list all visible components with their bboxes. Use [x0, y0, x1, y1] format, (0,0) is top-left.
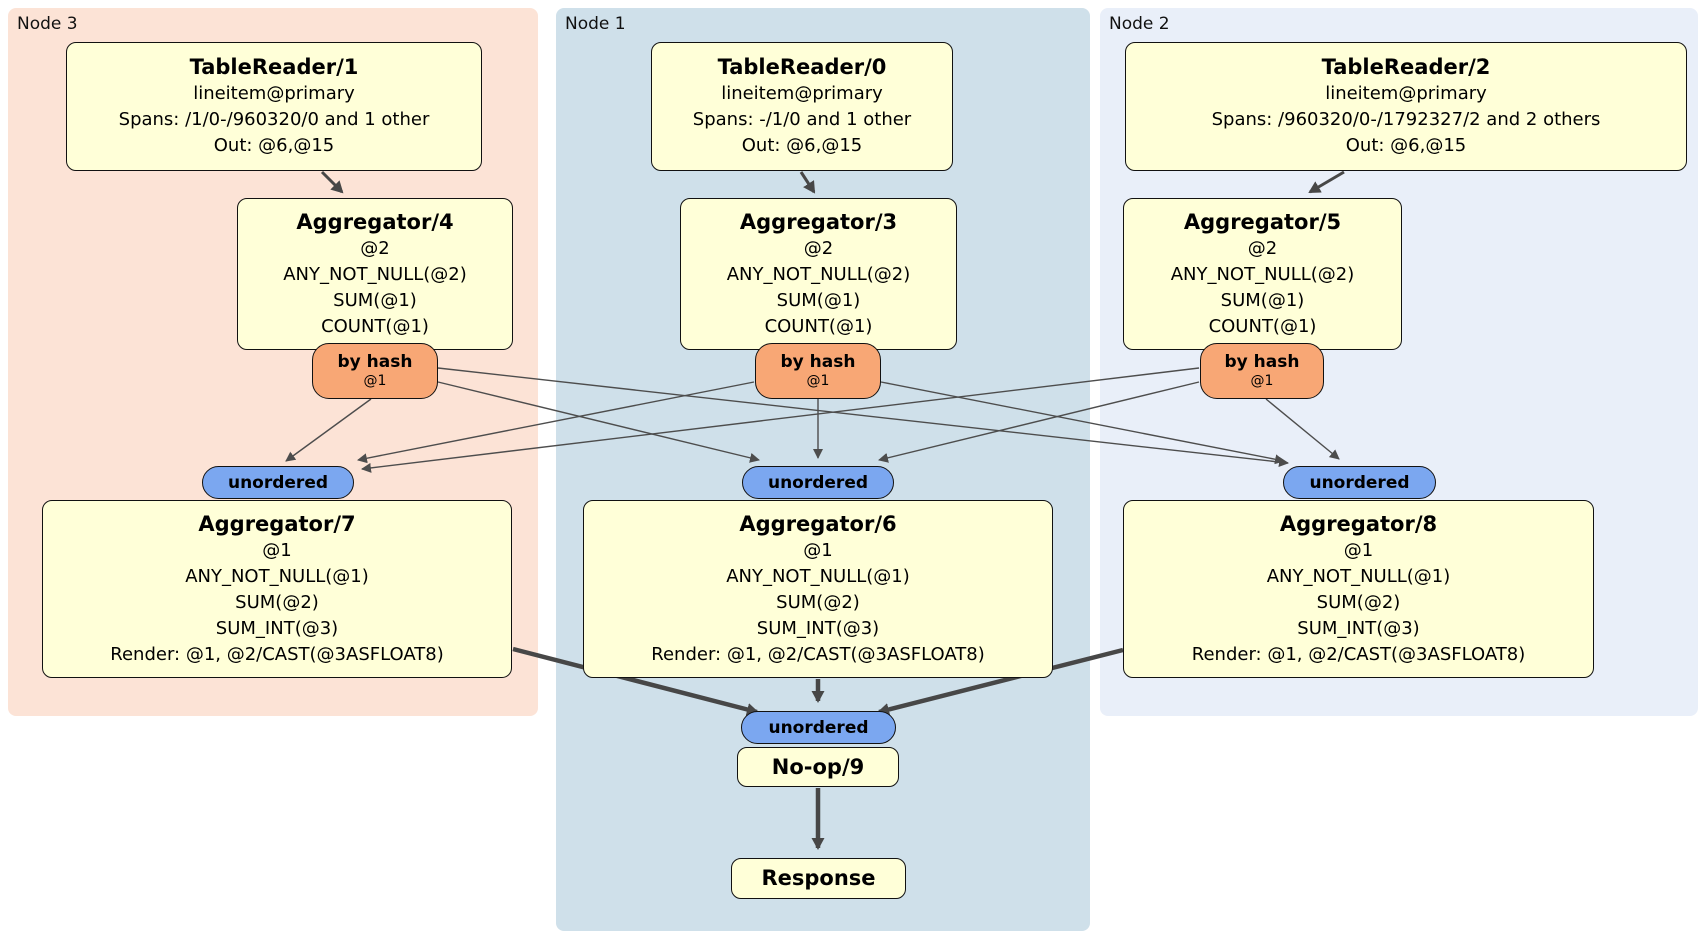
router-detail: @1 — [363, 373, 387, 389]
node-detail: ANY_NOT_NULL(@2) — [1170, 263, 1355, 285]
unordered-sync-aggregator8: unordered — [1283, 466, 1436, 499]
router-label: by hash — [780, 352, 856, 372]
node-detail: SUM(@2) — [1316, 591, 1401, 613]
node-detail: ANY_NOT_NULL(@1) — [185, 565, 369, 587]
region-label: Node 1 — [565, 14, 626, 34]
node-detail: SUM_INT(@3) — [1297, 617, 1420, 639]
node-title: Aggregator/5 — [1183, 209, 1342, 234]
aggregator-7-node: Aggregator/7 @1 ANY_NOT_NULL(@1) SUM(@2)… — [42, 500, 512, 678]
node-title: TableReader/0 — [717, 55, 887, 79]
node-detail: ANY_NOT_NULL(@1) — [1266, 565, 1451, 587]
router-label: by hash — [337, 352, 413, 372]
node-detail: @2 — [1247, 237, 1278, 259]
node-detail: Render: @1, @2/CAST(@3ASFLOAT8) — [651, 643, 985, 665]
node-detail: SUM_INT(@3) — [756, 617, 880, 639]
node-detail: ANY_NOT_NULL(@1) — [726, 565, 910, 587]
node-detail: SUM(@1) — [776, 289, 861, 311]
node-detail: SUM(@2) — [235, 591, 319, 613]
node-detail: COUNT(@1) — [1208, 315, 1317, 337]
node-detail: Render: @1, @2/CAST(@3ASFLOAT8) — [110, 643, 444, 665]
unordered-sync-aggregator7: unordered — [202, 466, 354, 499]
hash-router-aggregator5: by hash @1 — [1200, 343, 1324, 399]
aggregator-3-node: Aggregator/3 @2 ANY_NOT_NULL(@2) SUM(@1)… — [680, 198, 957, 350]
node-detail: SUM(@1) — [1220, 289, 1305, 311]
hash-router-aggregator3: by hash @1 — [755, 343, 881, 399]
router-label: by hash — [1224, 352, 1300, 372]
sync-label: unordered — [227, 472, 329, 493]
node-detail: Spans: /960320/0-/1792327/2 and 2 others — [1211, 109, 1601, 130]
node-title: No-op/9 — [771, 754, 865, 779]
node-detail: COUNT(@1) — [321, 315, 429, 337]
node-detail: lineitem@primary — [1325, 83, 1487, 104]
node-detail: ANY_NOT_NULL(@2) — [726, 263, 911, 285]
region-label: Node 3 — [17, 14, 78, 34]
node-detail: @1 — [262, 539, 292, 561]
sync-label: unordered — [768, 717, 869, 738]
tablereader-0-node: TableReader/0 lineitem@primary Spans: -/… — [651, 42, 953, 171]
sync-label: unordered — [1309, 472, 1410, 493]
node-detail: Out: @6,@15 — [1345, 135, 1467, 156]
noop-9-node: No-op/9 — [737, 747, 899, 787]
aggregator-4-node: Aggregator/4 @2 ANY_NOT_NULL(@2) SUM(@1)… — [237, 198, 513, 350]
node-title: Aggregator/4 — [296, 209, 454, 234]
aggregator-8-node: Aggregator/8 @1 ANY_NOT_NULL(@1) SUM(@2)… — [1123, 500, 1594, 678]
tablereader-1-node: TableReader/1 lineitem@primary Spans: /1… — [66, 42, 482, 171]
unordered-sync-noop9: unordered — [741, 711, 896, 744]
node-detail: @1 — [1343, 539, 1374, 561]
sync-label: unordered — [767, 472, 869, 493]
node-detail: lineitem@primary — [721, 83, 883, 104]
region-label: Node 2 — [1109, 14, 1170, 34]
node-detail: @2 — [360, 237, 390, 259]
node-detail: Out: @6,@15 — [213, 135, 335, 156]
unordered-sync-aggregator6: unordered — [742, 466, 894, 499]
hash-router-aggregator4: by hash @1 — [312, 343, 438, 399]
aggregator-6-node: Aggregator/6 @1 ANY_NOT_NULL(@1) SUM(@2)… — [583, 500, 1053, 678]
node-detail: Render: @1, @2/CAST(@3ASFLOAT8) — [1191, 643, 1526, 665]
node-title: Aggregator/7 — [198, 511, 356, 536]
node-title: Aggregator/6 — [739, 511, 897, 536]
router-detail: @1 — [1250, 373, 1274, 389]
node-title: Response — [761, 866, 876, 890]
node-detail: lineitem@primary — [193, 83, 355, 104]
node-title: TableReader/1 — [189, 55, 359, 79]
node-detail: ANY_NOT_NULL(@2) — [283, 263, 467, 285]
node-detail: COUNT(@1) — [764, 315, 873, 337]
node-detail: SUM(@1) — [333, 289, 417, 311]
node-detail: Spans: -/1/0 and 1 other — [692, 109, 912, 130]
node-detail: Out: @6,@15 — [741, 135, 863, 156]
node-title: TableReader/2 — [1321, 55, 1491, 79]
response-node: Response — [731, 858, 906, 899]
node-detail: Spans: /1/0-/960320/0 and 1 other — [118, 109, 430, 130]
node-detail: SUM_INT(@3) — [215, 617, 339, 639]
tablereader-2-node: TableReader/2 lineitem@primary Spans: /9… — [1125, 42, 1687, 171]
node-detail: SUM(@2) — [776, 591, 860, 613]
router-detail: @1 — [806, 373, 830, 389]
node-title: Aggregator/3 — [739, 209, 898, 234]
node-detail: @1 — [803, 539, 833, 561]
aggregator-5-node: Aggregator/5 @2 ANY_NOT_NULL(@2) SUM(@1)… — [1123, 198, 1402, 350]
node-title: Aggregator/8 — [1279, 511, 1438, 536]
node-detail: @2 — [803, 237, 834, 259]
